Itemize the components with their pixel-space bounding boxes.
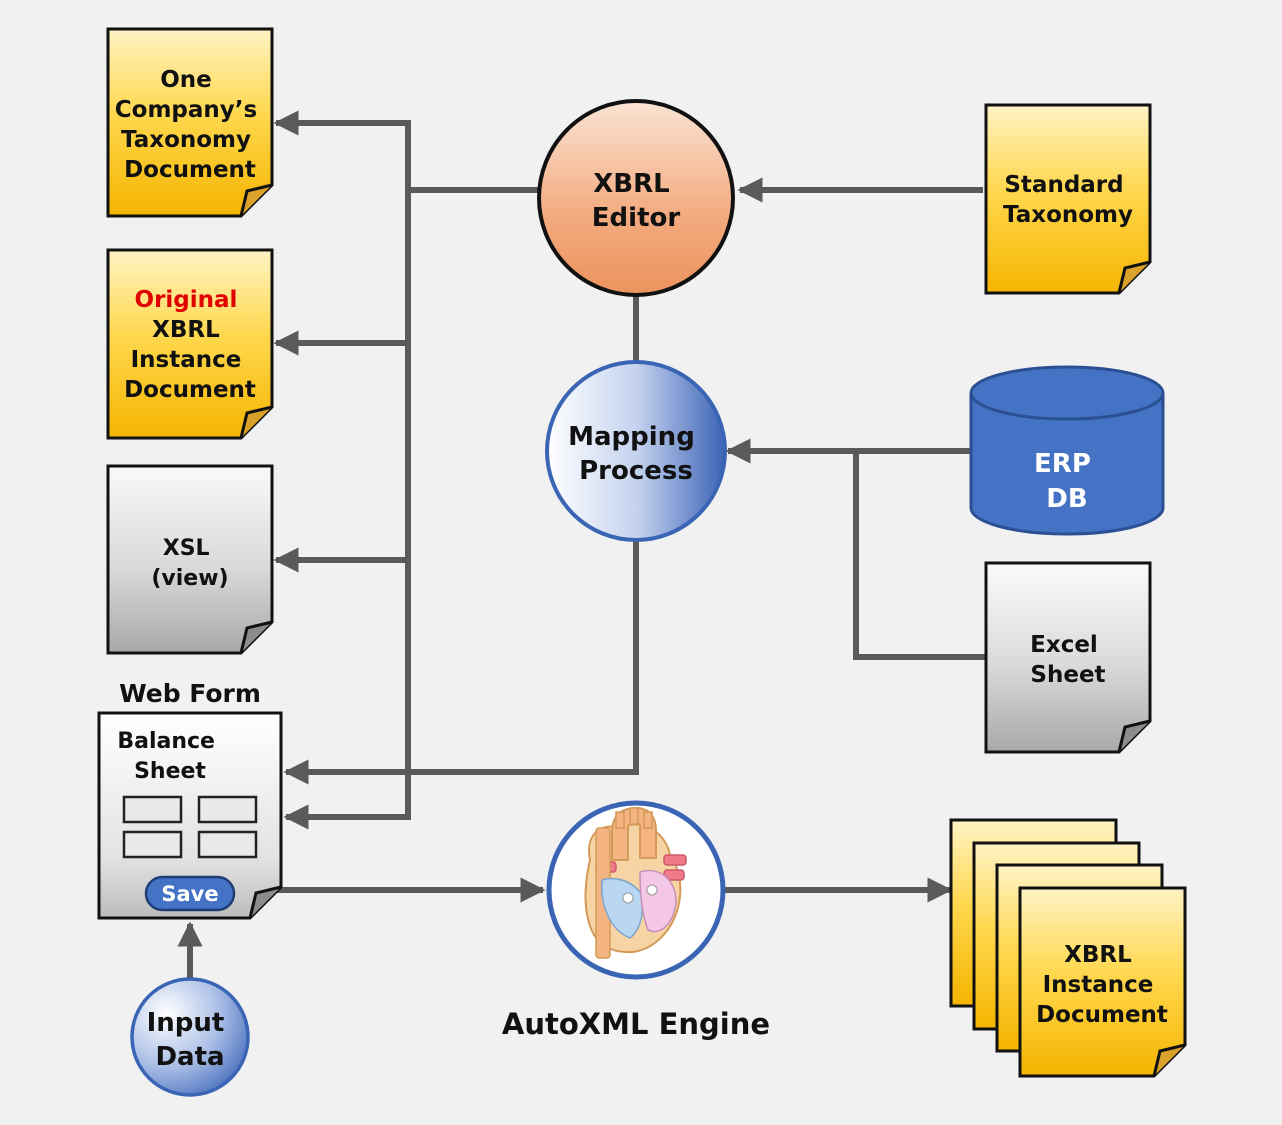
output-instance-label: XBRL Instance Document (1036, 942, 1168, 1028)
form-field[interactable] (122, 830, 183, 859)
standard-taxonomy-label: Standard Taxonomy (1003, 172, 1133, 228)
page-curl (248, 885, 282, 919)
xsl-label: XSL (view) (151, 536, 228, 591)
xbrl-editor-node: XBRL Editor (537, 99, 735, 297)
save-button-label: Save (161, 882, 218, 906)
autoxml-engine-node (546, 800, 726, 980)
connectors (177, 110, 986, 980)
line-excel-to-mapping (853, 451, 986, 660)
mapping-process-label: Mapping Process (568, 422, 704, 486)
original-instance-document: Original XBRL Instance Document (106, 248, 274, 440)
save-button[interactable]: Save (144, 875, 236, 912)
xbrl-editor-label: XBRL Editor (592, 169, 681, 233)
page-curl (1117, 719, 1151, 753)
page-curl (239, 405, 273, 439)
excel-sheet-label: Excel Sheet (1030, 632, 1106, 688)
company-taxonomy-document: One Company’s Taxonomy Document (106, 27, 274, 218)
erp-db-node: ERP DB (969, 365, 1165, 536)
heart-icon (584, 806, 687, 959)
xsl-document: XSL (view) (106, 464, 274, 655)
input-data-node: Input Data (130, 977, 250, 1097)
page-curl (1117, 260, 1151, 294)
form-field[interactable] (197, 830, 258, 859)
web-form: Balance Sheet Save (97, 711, 283, 920)
web-form-title: Web Form (119, 679, 261, 708)
page-curl (1152, 1043, 1186, 1077)
page-curl (239, 183, 273, 217)
original-instance-label: Original XBRL Instance Document (124, 287, 256, 403)
output-instance-document: XBRL Instance Document (1018, 886, 1187, 1078)
company-taxonomy-label: One Company’s Taxonomy Document (115, 67, 265, 183)
arrow-mapping-to-webform (283, 540, 639, 785)
form-field[interactable] (122, 795, 183, 824)
original-highlight-text: Original (135, 287, 238, 313)
page-curl (239, 620, 273, 654)
form-field[interactable] (197, 795, 258, 824)
erp-db-label: ERP DB (1034, 449, 1100, 514)
balance-sheet-label: Balance Sheet (117, 729, 222, 784)
output-instance-stack: XBRL Instance Document (949, 818, 1187, 1078)
autoxml-engine-label: AutoXML Engine (502, 1007, 770, 1041)
standard-taxonomy-document: Standard Taxonomy (984, 103, 1152, 295)
input-data-label: Input Data (147, 1008, 234, 1072)
excel-sheet-document: Excel Sheet (984, 561, 1152, 754)
mapping-process-node: Mapping Process (545, 360, 727, 542)
